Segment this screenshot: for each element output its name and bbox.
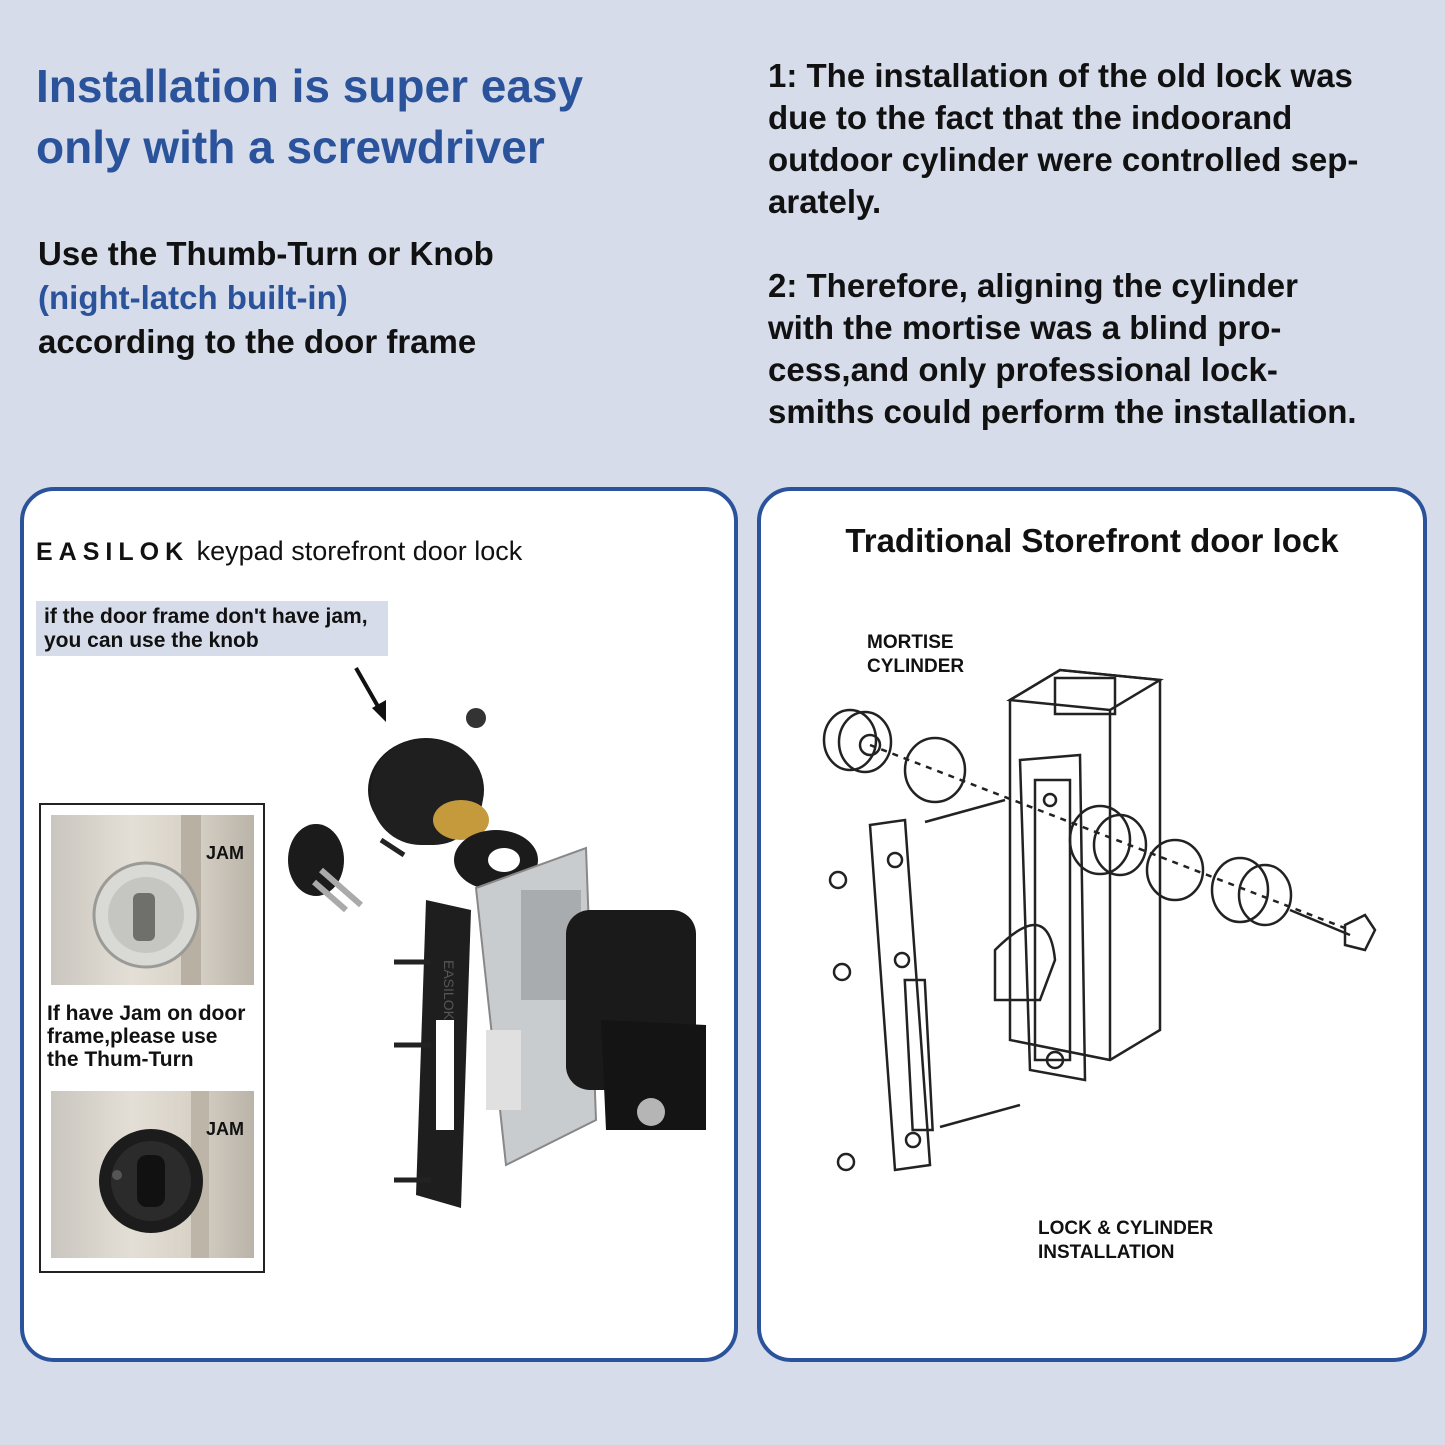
- easilok-lock-illustration: EASILOK: [288, 708, 706, 1208]
- product-name: keypad storefront door lock: [189, 536, 523, 566]
- jam-caption: If have Jam on door frame,please use the…: [47, 1002, 261, 1071]
- explanation-point-1: 1: The installation of the old lock was …: [768, 55, 1418, 223]
- sub-line-1: Use the Thumb-Turn or Knob: [38, 235, 494, 272]
- caption-line-3: the Thum-Turn: [47, 1048, 194, 1071]
- mortise-cylinder-label: MORTISE CYLINDER: [867, 631, 964, 679]
- point2-line: cess,and only professional lock-: [768, 351, 1278, 388]
- sub-line-2: (night-latch built-in): [38, 279, 348, 316]
- point2-line: 2: Therefore, aligning the cylinder: [768, 267, 1298, 304]
- traditional-panel: [757, 487, 1427, 1362]
- headline: Installation is super easy only with a s…: [36, 56, 716, 178]
- sub-line-3: according to the door frame: [38, 323, 477, 360]
- caption-line-2: frame,please use: [47, 1025, 218, 1048]
- knob-note: if the door frame don't have jam, you ca…: [36, 601, 388, 656]
- point1-line: outdoor cylinder were controlled sep-: [768, 141, 1359, 178]
- point1-line: arately.: [768, 183, 882, 220]
- jam-photo-frame: JAM If have Jam on door frame,please use…: [39, 803, 265, 1273]
- install-label: LOCK & CYLINDER INSTALLATION: [1038, 1217, 1213, 1265]
- pointer-arrow-icon: [354, 667, 386, 722]
- knob-image-icon: [99, 1091, 209, 1258]
- mortise-line-2: CYLINDER: [867, 656, 965, 677]
- point1-line: due to the fact that the indoorand: [768, 99, 1293, 136]
- point2-line: smiths could perform the installation.: [768, 393, 1357, 430]
- jam-label: JAM: [205, 1119, 244, 1139]
- install-line-1: LOCK & CYLINDER: [1038, 1218, 1214, 1239]
- knob-photo: JAM: [51, 1091, 254, 1258]
- install-line-2: INSTALLATION: [1038, 1242, 1175, 1263]
- jam-label: JAM: [205, 843, 244, 863]
- traditional-lock-diagram: [822, 668, 1377, 1172]
- brand-logo: EASILOK: [36, 538, 190, 566]
- headline-line-2: only with a screwdriver: [36, 121, 545, 173]
- note-line-1: if the door frame don't have jam,: [44, 605, 368, 628]
- note-line-2: you can use the knob: [44, 629, 259, 652]
- thumb-turn-image-icon: [92, 815, 201, 985]
- traditional-title: Traditional Storefront door lock: [845, 522, 1339, 559]
- caption-line-1: If have Jam on door: [47, 1002, 246, 1025]
- explanation-point-2: 2: Therefore, aligning the cylinder with…: [768, 265, 1418, 433]
- explanation: 1: The installation of the old lock was …: [768, 55, 1418, 475]
- plate-brand-text: EASILOK: [441, 960, 457, 1021]
- point2-line: with the mortise was a blind pro-: [768, 309, 1282, 346]
- brand-line: EASILOK keypad storefront door lock: [36, 536, 522, 567]
- thumb-turn-photo: JAM: [51, 815, 254, 985]
- headline-line-1: Installation is super easy: [36, 60, 584, 112]
- mortise-line-1: MORTISE: [867, 632, 954, 653]
- subheadline: Use the Thumb-Turn or Knob (night-latch …: [38, 232, 718, 364]
- point1-line: 1: The installation of the old lock was: [768, 57, 1353, 94]
